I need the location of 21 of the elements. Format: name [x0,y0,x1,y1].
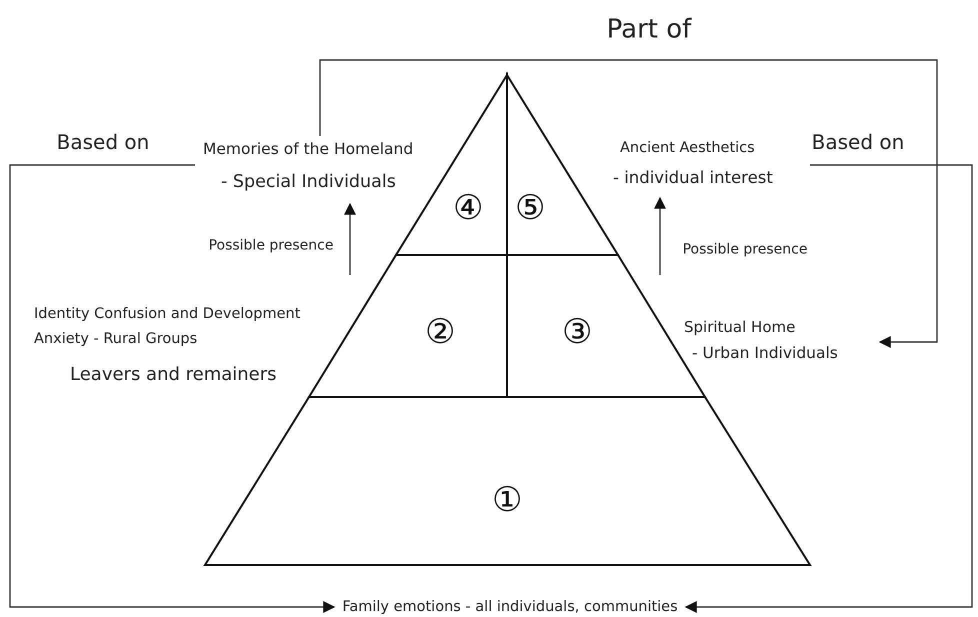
node-subtitle: - individual interest [613,168,773,188]
node-title: Identity Confusion and Development Anxiety - Rural Groups [34,305,302,350]
arrow [684,164,973,613]
edge-label: Possible presence [208,238,334,254]
arrow [319,59,938,348]
arrow [654,196,666,275]
node-title: Memories of the Homeland [203,140,414,159]
circled-number: ⑤ [515,191,545,225]
circled-number: ③ [562,315,592,349]
node-subtitle: - Urban Individuals [692,344,838,363]
circled-number: ① [492,483,522,517]
circled-number: ② [425,315,455,349]
node-title: Spiritual Home [683,318,796,336]
edge-label: Possible presence [682,242,808,258]
arrow [9,164,336,613]
circled-number: ④ [453,191,483,225]
node-subtitle: - Special Individuals [221,172,396,193]
node-text: Family emotions - all individuals, communities [334,597,686,617]
arrow [344,202,356,275]
node-title: Ancient Aesthetics [620,140,755,158]
node-subtitle: Leavers and remainers [70,364,277,386]
